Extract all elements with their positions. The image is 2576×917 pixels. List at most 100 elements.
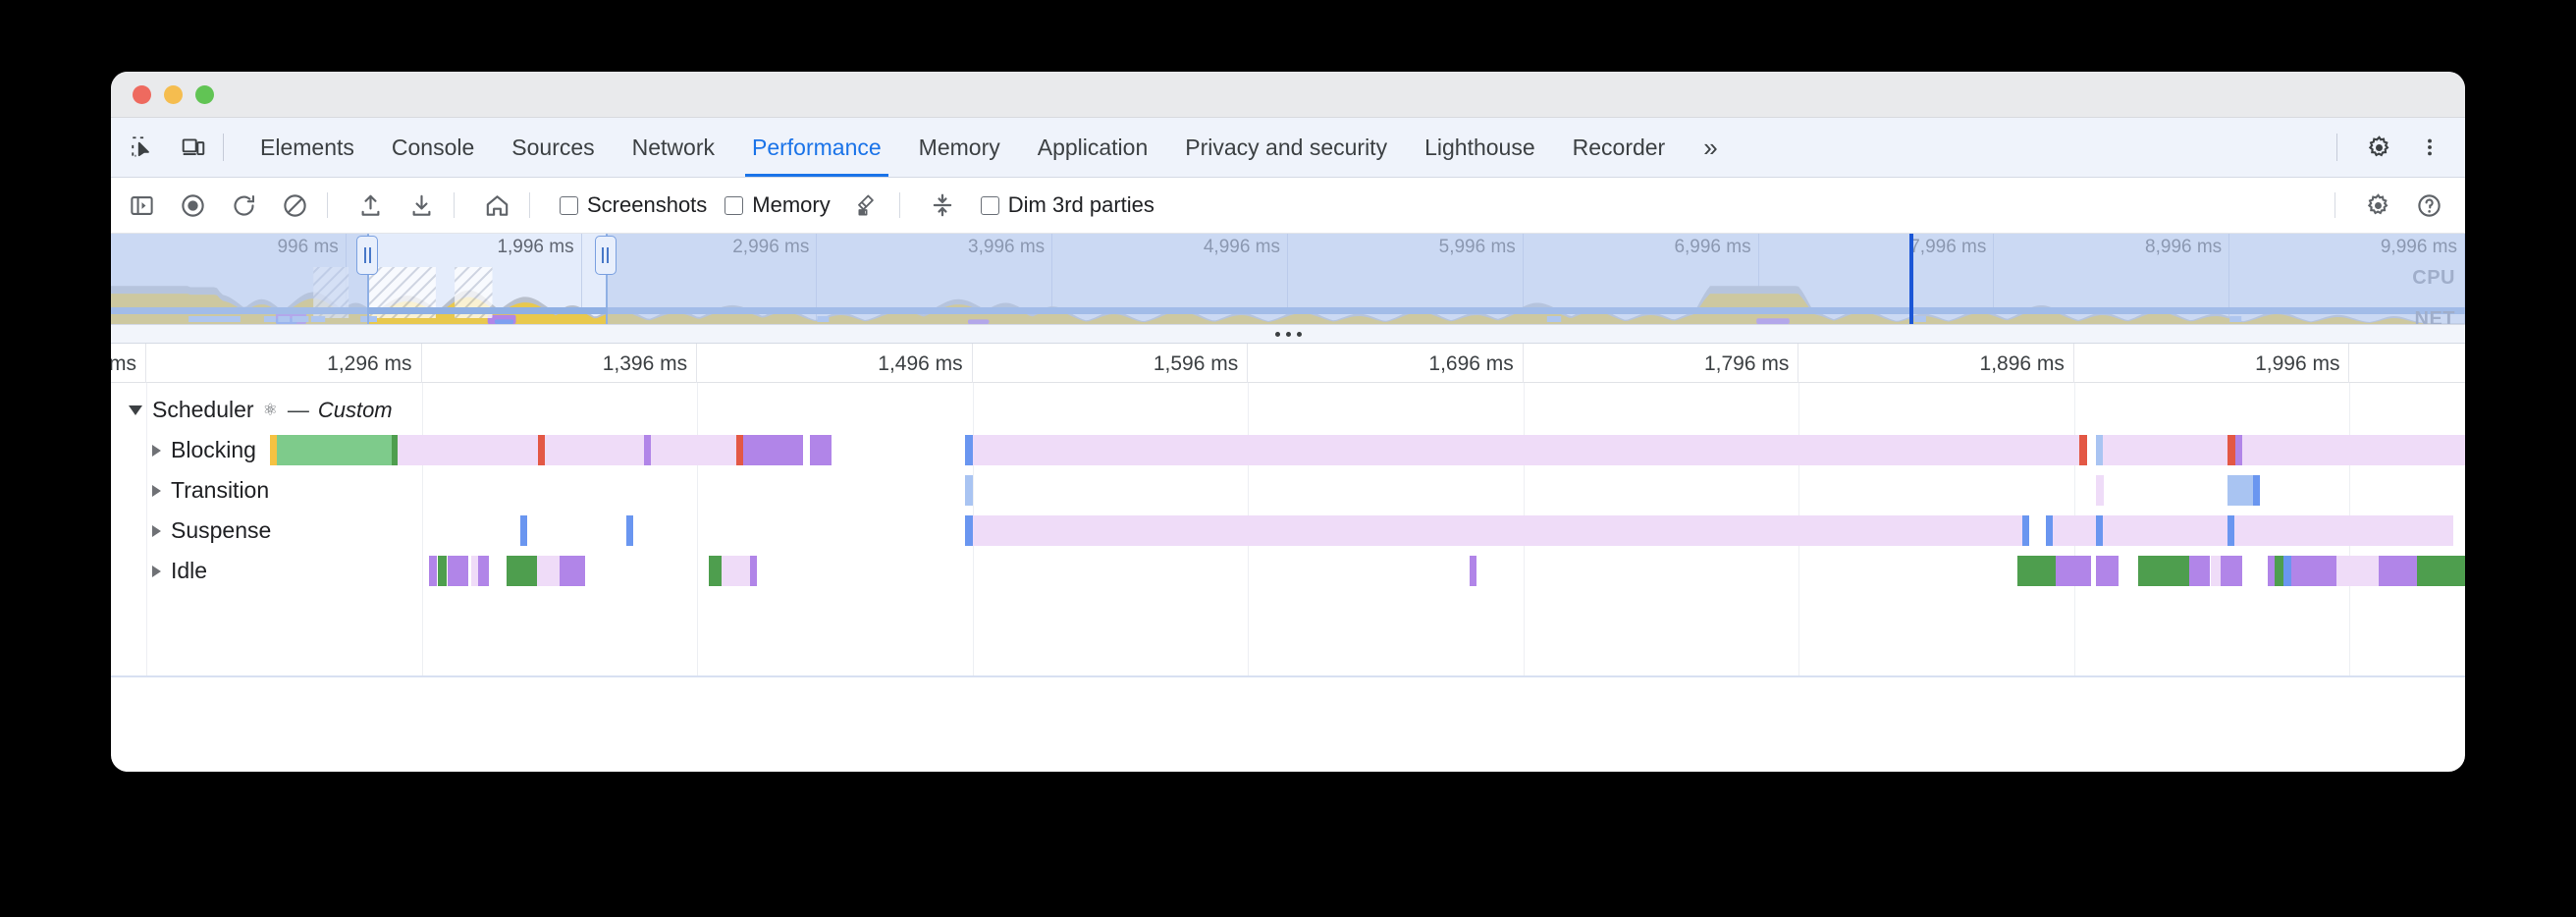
flamechart-event-bar[interactable] <box>392 435 399 465</box>
track-row-suspense[interactable]: Suspense <box>111 511 2465 551</box>
screenshots-checkbox[interactable]: Screenshots <box>560 192 707 218</box>
flamechart-event-bar[interactable] <box>742 435 754 465</box>
flamechart-event-bar[interactable] <box>2227 515 2234 546</box>
track-label[interactable]: Blocking <box>111 430 256 470</box>
download-icon[interactable] <box>401 185 442 226</box>
settings-gear-icon[interactable] <box>2359 128 2398 167</box>
chevron-down-icon[interactable] <box>129 405 142 415</box>
clear-icon[interactable] <box>274 185 315 226</box>
memory-checkbox[interactable]: Memory <box>724 192 831 218</box>
track-label[interactable]: Suspense <box>111 511 271 551</box>
flamechart-event-bar[interactable] <box>2379 556 2417 586</box>
flamechart-event-bar[interactable] <box>269 435 277 465</box>
flamechart-event-bar[interactable] <box>2283 556 2291 586</box>
flamechart-event-bar[interactable] <box>2267 556 2275 586</box>
toggle-sidebar-icon[interactable] <box>121 185 162 226</box>
flamechart-event-bar[interactable] <box>965 515 973 546</box>
flamechart-event-bar[interactable] <box>559 556 586 586</box>
flamechart-event-bar[interactable] <box>438 556 447 586</box>
tab-network[interactable]: Network <box>614 118 733 177</box>
flamechart-event-bar[interactable] <box>2336 556 2380 586</box>
flamechart-event-bar[interactable] <box>2095 556 2120 586</box>
garbage-collect-icon[interactable] <box>846 185 887 226</box>
tab-application[interactable]: Application <box>1019 118 1167 177</box>
track-group-label[interactable]: Scheduler ⚛ — Custom <box>111 390 393 430</box>
flamechart-event-bar[interactable] <box>810 435 817 465</box>
flamechart-event-bar[interactable] <box>750 556 758 586</box>
flamechart-event-bar[interactable] <box>2078 435 2087 465</box>
track-label[interactable]: Transition <box>111 470 269 511</box>
chevron-right-icon[interactable] <box>152 565 161 577</box>
flamechart-ruler[interactable]: 1,196 ms1,296 ms1,396 ms1,496 ms1,596 ms… <box>111 344 2465 383</box>
flamechart-event-bar[interactable] <box>2211 556 2221 586</box>
flamechart-event-bar[interactable] <box>428 556 438 586</box>
screenshots-checkbox-box[interactable] <box>560 195 578 215</box>
flamechart-event-bar[interactable] <box>2046 515 2054 546</box>
flamechart-event-bar[interactable] <box>2234 435 2243 465</box>
flamechart-event-bar[interactable] <box>965 475 973 506</box>
flamechart-event-bar[interactable] <box>709 556 723 586</box>
flamechart-event-bar[interactable] <box>2416 556 2465 586</box>
flamechart-event-bar[interactable] <box>506 556 538 586</box>
flamechart-event-bar[interactable] <box>537 556 560 586</box>
flamechart-event-bar[interactable] <box>2290 556 2302 586</box>
flamechart-event-bar[interactable] <box>2055 556 2091 586</box>
flamechart-event-bar[interactable] <box>2242 435 2465 465</box>
home-icon[interactable] <box>476 185 517 226</box>
flamechart-event-bar[interactable] <box>735 435 743 465</box>
flamechart-event-bar[interactable] <box>2017 556 2056 586</box>
flamechart-event-bar[interactable] <box>2137 556 2190 586</box>
overview-window-right-handle[interactable] <box>594 236 617 275</box>
help-icon[interactable] <box>2408 185 2449 226</box>
memory-checkbox-box[interactable] <box>724 195 744 215</box>
tab-privacy-and-security[interactable]: Privacy and security <box>1166 118 1406 177</box>
inspect-element-icon[interactable] <box>123 128 162 167</box>
flamechart-event-bar[interactable] <box>2301 556 2337 586</box>
flamechart-event-bar[interactable] <box>2220 556 2243 586</box>
flamechart-event-bar[interactable] <box>816 435 832 465</box>
flamechart-event-bar[interactable] <box>644 435 652 465</box>
window-minimize-button[interactable] <box>164 84 183 104</box>
tab-memory[interactable]: Memory <box>900 118 1019 177</box>
kebab-menu-icon[interactable] <box>2410 128 2449 167</box>
track-group-header-scheduler[interactable]: Scheduler ⚛ — Custom <box>111 390 2465 430</box>
track-label[interactable]: Idle <box>111 551 207 591</box>
flamechart-event-bar[interactable] <box>470 556 479 586</box>
tab-performance[interactable]: Performance <box>733 118 900 177</box>
flamechart-event-bar[interactable] <box>2053 515 2453 546</box>
track-row-blocking[interactable]: Blocking <box>111 430 2465 470</box>
flamechart-event-bar[interactable] <box>478 556 489 586</box>
flamechart-event-bar[interactable] <box>965 435 973 465</box>
overview-window-left-handle[interactable] <box>356 236 379 275</box>
flamechart-event-bar[interactable] <box>398 435 538 465</box>
more-tabs-icon[interactable]: » <box>1703 132 1718 162</box>
chevron-right-icon[interactable] <box>152 484 161 497</box>
flamechart-event-bar[interactable] <box>626 515 634 546</box>
window-maximize-button[interactable] <box>195 84 214 104</box>
upload-icon[interactable] <box>349 185 391 226</box>
flamechart-event-bar[interactable] <box>1469 556 1476 586</box>
flamechart-event-bar[interactable] <box>2095 435 2103 465</box>
tab-console[interactable]: Console <box>373 118 493 177</box>
record-icon[interactable] <box>172 185 213 226</box>
tab-sources[interactable]: Sources <box>493 118 613 177</box>
reload-and-record-icon[interactable] <box>223 185 264 226</box>
flamechart-event-bar[interactable] <box>2189 556 2210 586</box>
flamechart-event-bar[interactable] <box>651 435 736 465</box>
flamechart-event-bar[interactable] <box>2227 475 2254 506</box>
flamechart-event-bar[interactable] <box>2253 475 2261 506</box>
tab-lighthouse[interactable]: Lighthouse <box>1406 118 1554 177</box>
dim-3rd-parties-checkbox[interactable]: Dim 3rd parties <box>980 192 1154 218</box>
flamechart-event-bar[interactable] <box>972 435 2079 465</box>
flamechart-event-bar[interactable] <box>753 435 803 465</box>
tab-recorder[interactable]: Recorder <box>1554 118 1685 177</box>
flamechart-event-bar[interactable] <box>2095 515 2103 546</box>
chevron-right-icon[interactable] <box>152 524 161 537</box>
chevron-right-icon[interactable] <box>152 444 161 457</box>
flamechart-event-bar[interactable] <box>520 515 528 546</box>
track-row-idle[interactable]: Idle <box>111 551 2465 591</box>
track-row-transition[interactable]: Transition <box>111 470 2465 511</box>
